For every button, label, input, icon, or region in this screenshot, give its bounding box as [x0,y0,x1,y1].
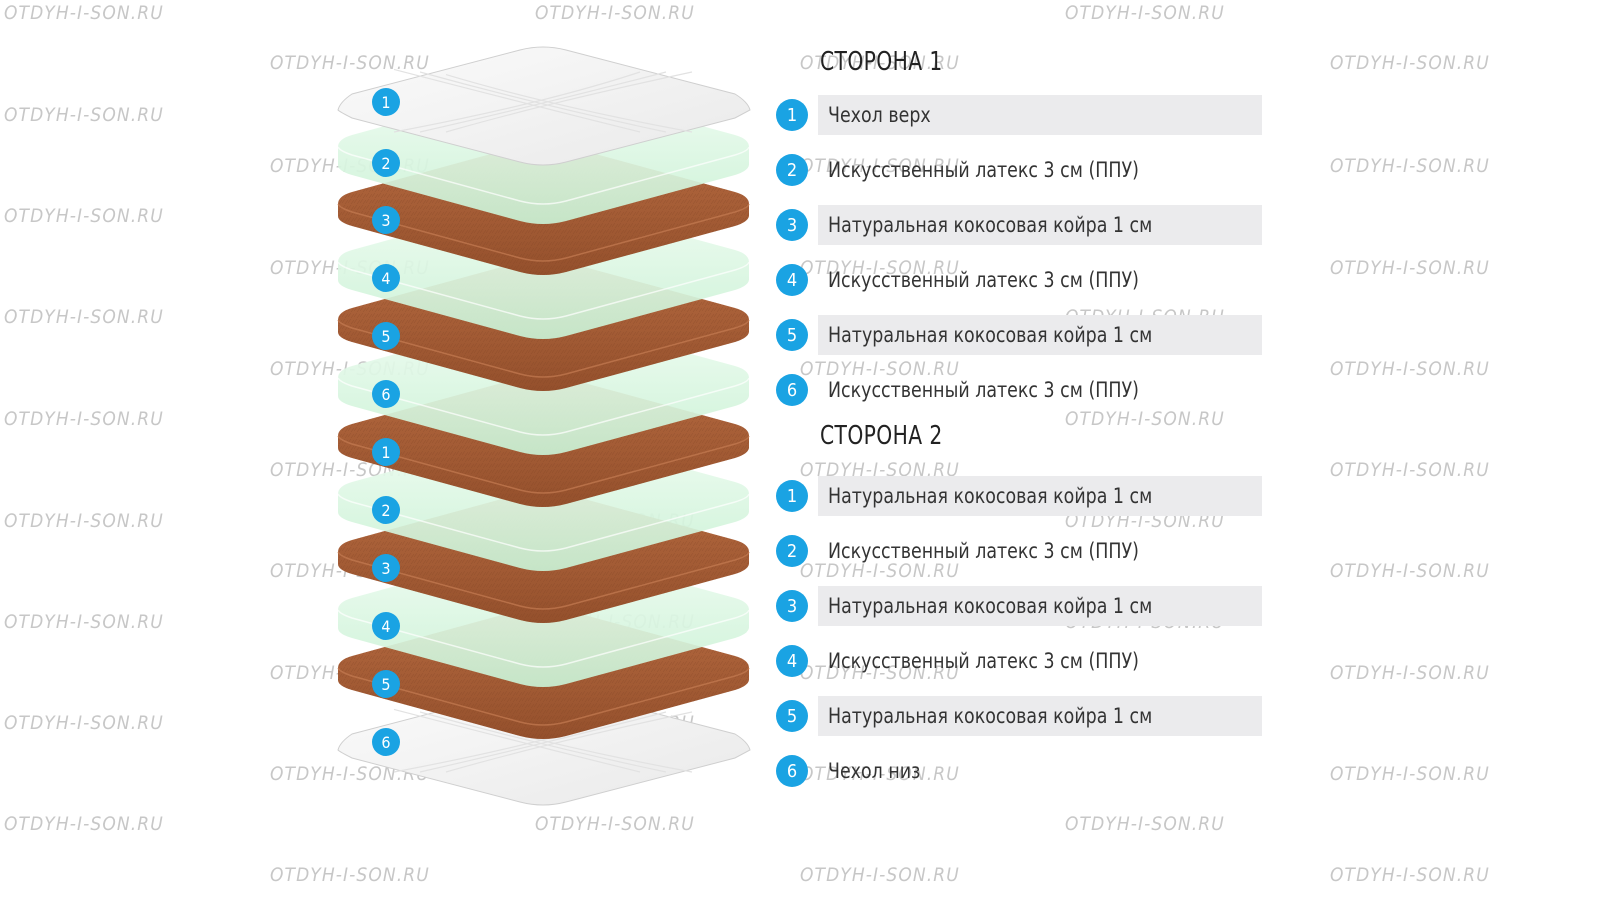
legend-row: Искусственный латекс 3 см (ППУ) [818,260,1262,300]
legend-label: Натуральная кокосовая койра 1 см [828,704,1153,728]
legend-label: Искусственный латекс 3 см (ППУ) [828,649,1139,673]
legend-row: Чехол низ [818,751,1262,791]
legend-row: Натуральная кокосовая койра 1 см [818,476,1262,516]
legend-label: Искусственный латекс 3 см (ППУ) [828,268,1139,292]
stack-badge: 4 [372,264,400,292]
legend-row: Искусственный латекс 3 см (ППУ) [818,641,1262,681]
legend-number-badge: 5 [776,319,808,351]
legend-label: Натуральная кокосовая койра 1 см [828,323,1153,347]
legend-label: Натуральная кокосовая койра 1 см [828,213,1153,237]
stack-badge: 6 [372,380,400,408]
legend-label: Искусственный латекс 3 см (ППУ) [828,539,1139,563]
stack-badge: 1 [372,88,400,116]
legend-row: Натуральная кокосовая койра 1 см [818,205,1262,245]
legend-label: Натуральная кокосовая койра 1 см [828,484,1153,508]
legend-number-badge: 3 [776,590,808,622]
legend-row: Чехол верх [818,95,1262,135]
stack-badge: 2 [372,149,400,177]
legend-label: Искусственный латекс 3 см (ППУ) [828,158,1139,182]
legend-label: Чехол верх [828,103,931,127]
legend-number-badge: 6 [776,374,808,406]
legend-number-badge: 4 [776,645,808,677]
stack-layer-cover [337,46,751,166]
legend-number-badge: 6 [776,755,808,787]
legend-label: Искусственный латекс 3 см (ППУ) [828,378,1139,402]
legend-number-badge: 3 [776,209,808,241]
legend-number-badge: 4 [776,264,808,296]
legend-row: Искусственный латекс 3 см (ППУ) [818,150,1262,190]
stack-badge: 5 [372,322,400,350]
stack-badge: 4 [372,612,400,640]
stack-badge: 3 [372,206,400,234]
stack-badge: 1 [372,438,400,466]
legend-number-badge: 2 [776,154,808,186]
legend-row: Искусственный латекс 3 см (ППУ) [818,370,1262,410]
legend-number-badge: 1 [776,480,808,512]
stack-badge: 5 [372,670,400,698]
stack-badge: 2 [372,496,400,524]
side-1-heading: СТОРОНА 1 [820,47,943,77]
legend-label: Чехол низ [828,759,921,783]
legend-label: Натуральная кокосовая койра 1 см [828,594,1153,618]
legend-row: Натуральная кокосовая койра 1 см [818,315,1262,355]
legend-number-badge: 1 [776,99,808,131]
legend-row: Натуральная кокосовая койра 1 см [818,696,1262,736]
stack-badge: 6 [372,728,400,756]
legend-row: Натуральная кокосовая койра 1 см [818,586,1262,626]
stack-badge: 3 [372,554,400,582]
side-2-heading: СТОРОНА 2 [820,421,943,451]
legend-number-badge: 2 [776,535,808,567]
legend-row: Искусственный латекс 3 см (ППУ) [818,531,1262,571]
stack-layer-cover [337,686,751,806]
legend-number-badge: 5 [776,700,808,732]
